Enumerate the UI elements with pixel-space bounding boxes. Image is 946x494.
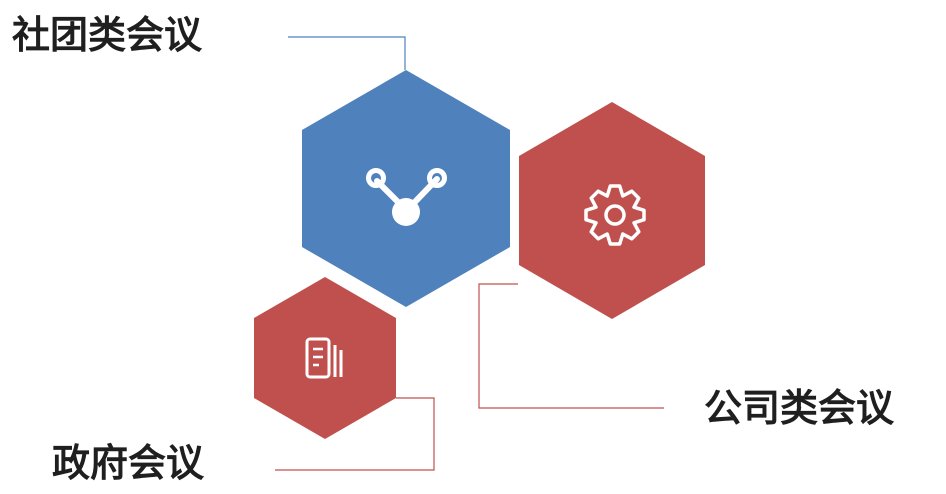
- label-shetuan-meeting: 社团类会议: [12, 13, 203, 57]
- share-icon: [366, 168, 447, 226]
- label-gongsi-meeting: 公司类会议: [704, 386, 895, 430]
- connector-line-zhengfu: [275, 397, 435, 471]
- gear-icon: [584, 184, 646, 246]
- connector-line-gongsi: [478, 283, 664, 409]
- red-hexagon-large: [519, 102, 705, 319]
- label-zhengfu-meeting: 政府会议: [52, 441, 205, 485]
- blue-hexagon: [302, 70, 510, 307]
- connector-line-shetuan: [288, 36, 406, 70]
- document-icon: [305, 337, 343, 379]
- red-hexagon-small: [254, 277, 396, 439]
